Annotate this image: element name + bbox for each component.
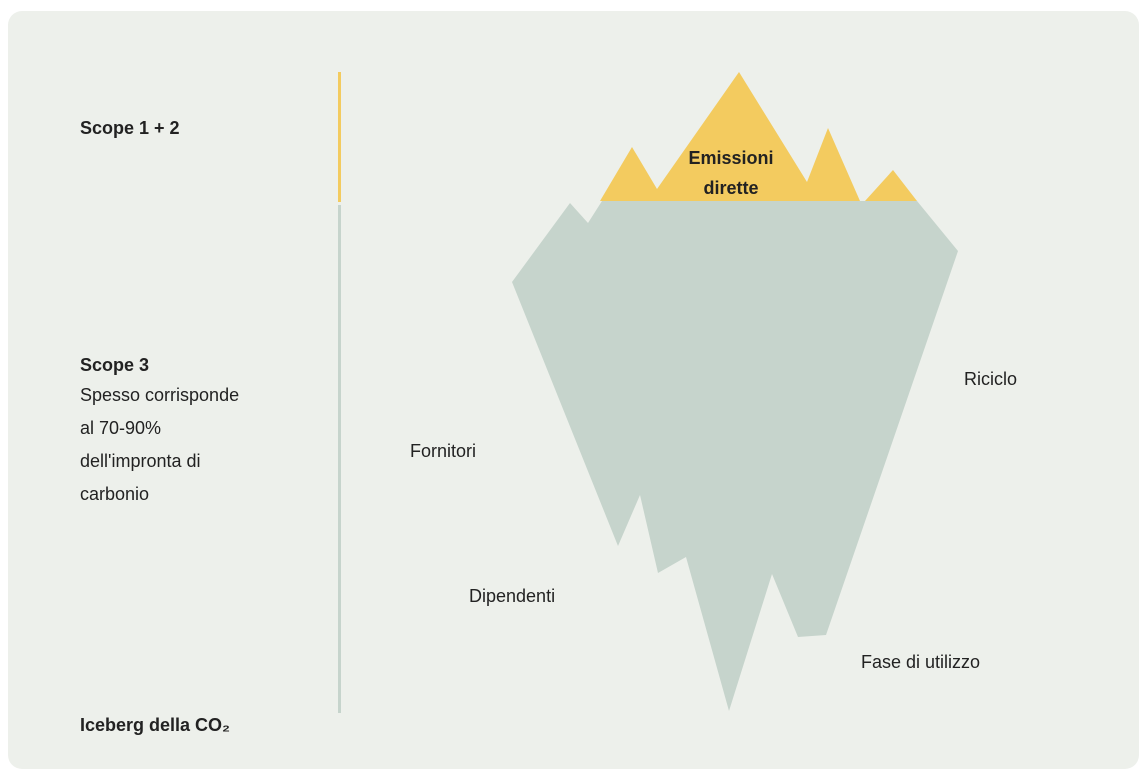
scope3-divider — [338, 205, 341, 713]
scope3-desc-line-4: carbonio — [80, 484, 150, 504]
iceberg-tip-shape — [600, 72, 860, 201]
tip-label-line-1: Emissioni — [688, 148, 773, 168]
scope3-desc-line-1: Spesso corrisponde — [80, 385, 240, 405]
diagram-title: Iceberg della CO₂ — [80, 715, 231, 735]
tip-label-line-2: dirette — [703, 178, 758, 198]
label-riciclo: Riciclo — [964, 369, 1018, 389]
scope12-divider — [338, 72, 341, 202]
label-fornitori: Fornitori — [410, 441, 477, 461]
scope3-desc-line-2: al 70-90% — [80, 418, 162, 438]
label-dipendenti: Dipendenti — [469, 586, 556, 606]
scope3-desc-line-3: dell'impronta di — [80, 451, 201, 471]
scope3-title: Scope 3 — [80, 355, 150, 375]
label-fase-di-utilizzo: Fase di utilizzo — [861, 652, 981, 672]
iceberg-body-shape — [512, 201, 958, 711]
scope12-title: Scope 1 + 2 — [80, 118, 180, 138]
iceberg-small-tip-shape — [865, 170, 917, 201]
